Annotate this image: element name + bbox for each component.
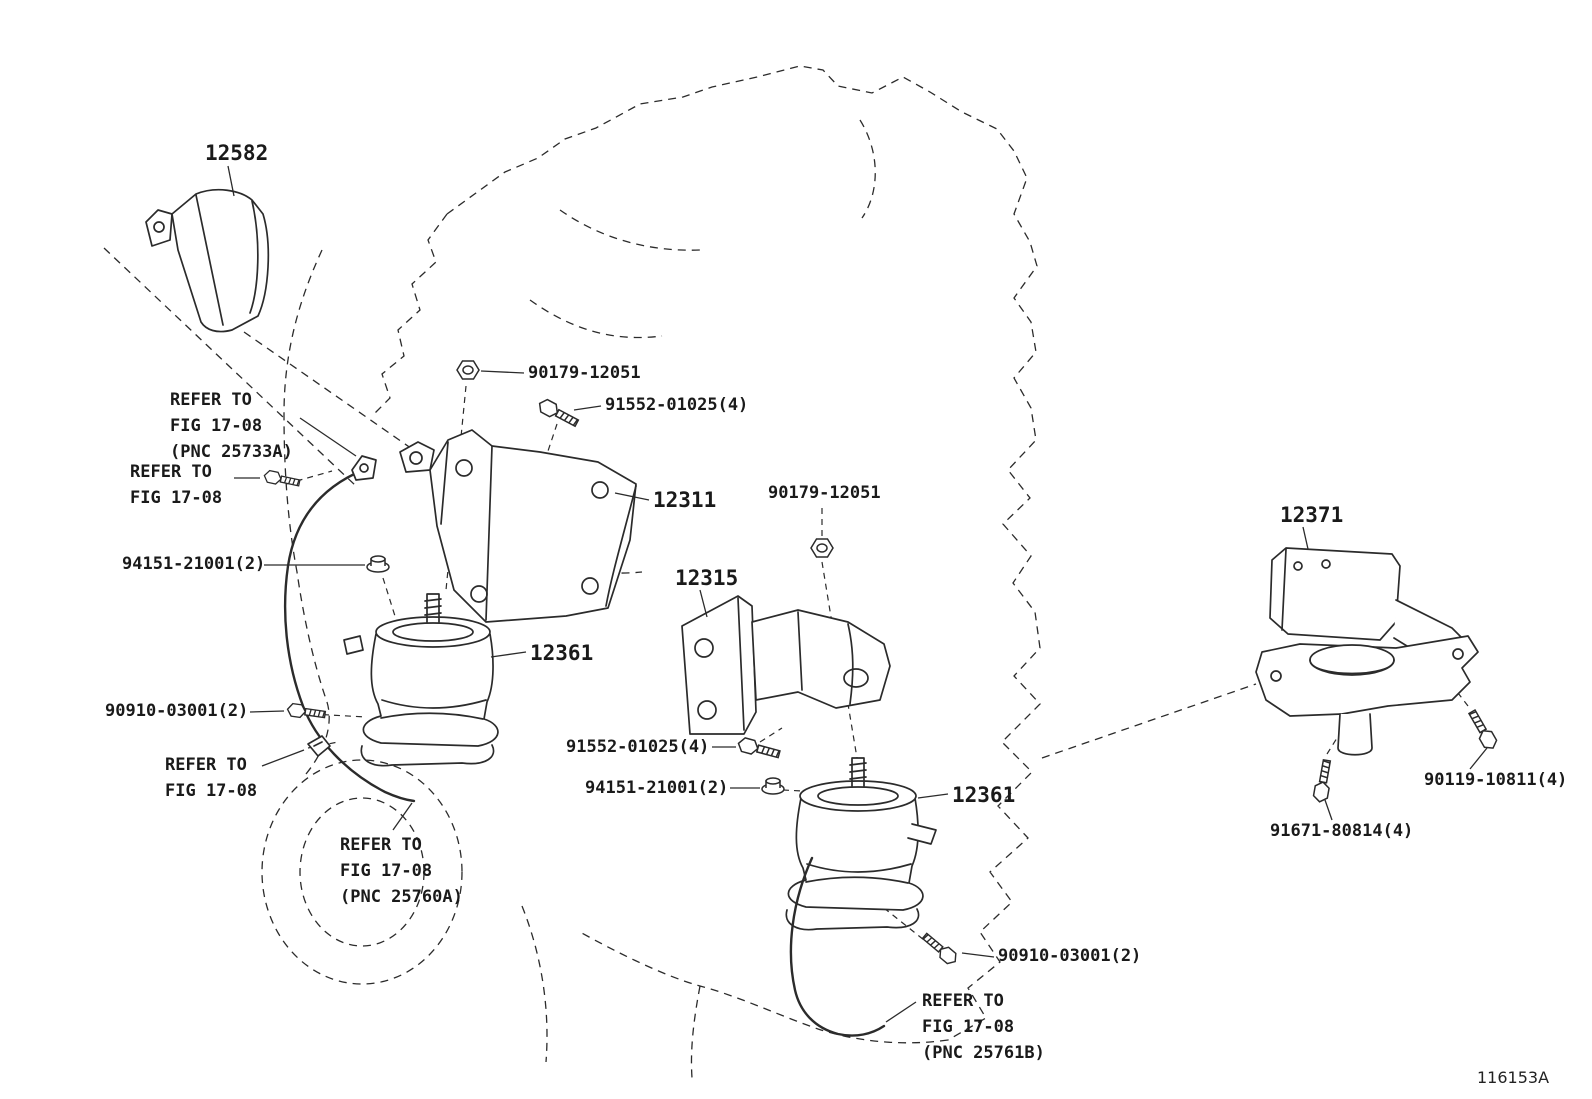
- part-label-12311: 12311: [653, 488, 717, 512]
- refer-note-left-lower: REFER TO FIG 17-08: [165, 755, 258, 801]
- flange-nut-icon: [761, 777, 785, 795]
- bolt-icon: [1465, 707, 1500, 753]
- bolt-icon: [735, 735, 782, 762]
- refer-note-left-upper: REFER TO FIG 17-08: [130, 462, 223, 508]
- fastener-label-91671-80814: 91671-80814(4): [1270, 821, 1414, 841]
- leader-lines: [227, 165, 1488, 1023]
- fastener-label-90910-03001-right: 90910-03001(2): [998, 946, 1142, 966]
- fastener-label-94151-21001-left: 94151-21001(2): [122, 554, 266, 574]
- part-label-12371: 12371: [1280, 503, 1344, 527]
- fastener-label-94151-21001-mid: 94151-21001(2): [585, 778, 729, 798]
- engine-mount-drawing-right-12361: [785, 757, 937, 931]
- part-label-12361-left: 12361: [530, 641, 594, 665]
- hose-drawing-right: [789, 856, 886, 1037]
- figure-code: 116153A: [1477, 1068, 1550, 1087]
- flange-nut-icon: [366, 555, 390, 573]
- part-drawing-12315: [681, 595, 891, 735]
- part-drawing-12311: [399, 429, 637, 623]
- fastener-label-90119-10811: 90119-10811(4): [1424, 770, 1568, 790]
- hose-drawing-left: [283, 455, 416, 803]
- part-label-12315: 12315: [675, 566, 739, 590]
- rear-mount-drawing-12371: [1255, 547, 1479, 756]
- refer-note-pnc-25761b: REFER TO FIG 17-08 (PNC 25761B): [922, 991, 1045, 1063]
- fastener-label-91552-01025-top: 91552-01025(4): [605, 395, 749, 415]
- fastener-label-90179-12051-top: 90179-12051: [528, 363, 641, 383]
- refer-note-pnc-25733a: REFER TO FIG 17-08 (PNC 25733A): [170, 390, 293, 462]
- fastener-label-90179-12051-right: 90179-12051: [768, 483, 881, 503]
- nut-icon: [456, 360, 480, 380]
- part-drawings: [145, 188, 1479, 1037]
- bolt-icon: [919, 930, 961, 968]
- part-label-12582: 12582: [205, 141, 269, 165]
- refer-note-pnc-25760a: REFER TO FIG 17-08 (PNC 25760A): [340, 835, 463, 907]
- engine-mount-drawing-left-12361: [360, 593, 499, 767]
- nut-icon: [810, 538, 834, 558]
- bolt-icon: [1311, 758, 1335, 804]
- fastener-label-91552-01025-mid: 91552-01025(4): [566, 737, 710, 757]
- bolt-icon: [262, 469, 302, 490]
- bolt-icon: [535, 396, 581, 431]
- bolt-icon: [285, 702, 327, 722]
- part-label-12361-right: 12361: [952, 783, 1016, 807]
- fastener-label-90910-03001-left: 90910-03001(2): [105, 701, 249, 721]
- part-drawing-12582: [145, 188, 270, 333]
